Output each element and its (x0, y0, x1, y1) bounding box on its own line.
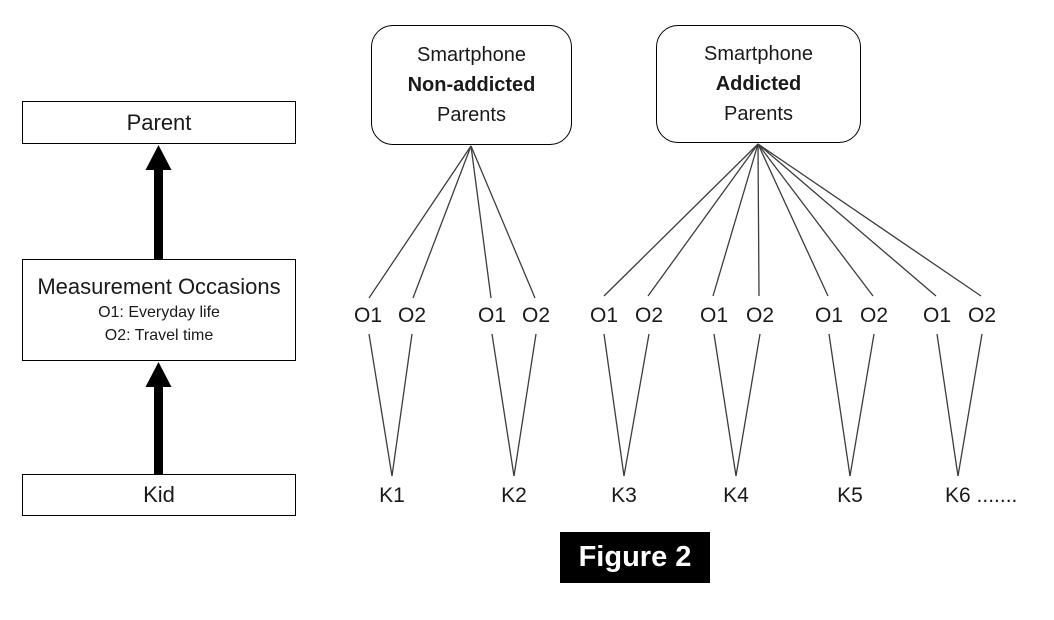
connector-line (735, 333, 761, 477)
occasion-label-k5-o1: O1 (814, 304, 843, 327)
connector-line (368, 333, 393, 477)
connector-line (936, 333, 959, 477)
connector-line (513, 333, 537, 477)
occasion-label-k4-o1: O1 (699, 304, 728, 327)
connector-line (603, 333, 625, 477)
connector-line (391, 333, 413, 477)
occasion-label-k6-o1: O1 (922, 304, 951, 327)
occasion-label-k2-o2: O2 (521, 304, 550, 327)
kid-label-k4: K4 (723, 484, 749, 507)
connector-line (757, 143, 829, 297)
cluster-line-emphasis: Non-addicted (407, 74, 536, 96)
occasion-label-k3-o1: O1 (589, 304, 618, 327)
kid-label-k1: K1 (379, 484, 405, 507)
measurement-item-o2: O2: Travel time (104, 327, 214, 344)
kid-label-k2: K2 (501, 484, 527, 507)
cluster-addicted-parents: Smartphone Addicted Parents (656, 25, 861, 143)
occasion-label-k1-o1: O1 (353, 304, 382, 327)
cluster-line: Smartphone (417, 44, 526, 66)
connector-line (623, 333, 650, 477)
connector-line (412, 145, 472, 299)
kid-box-label: Kid (143, 482, 175, 507)
connector-line (647, 143, 759, 297)
connector-line (368, 145, 472, 299)
cluster-line: Parents (437, 104, 506, 126)
kid-label-k6: K6 ....... (945, 484, 1018, 507)
occasion-label-k3-o2: O2 (634, 304, 663, 327)
figure-caption-text: Figure 2 (578, 541, 692, 573)
arrow-measurement-to-parent (145, 145, 172, 259)
connector-line (828, 333, 851, 477)
kid-box: Kid (22, 474, 296, 516)
connector-line (470, 145, 536, 299)
cluster-line: Smartphone (704, 43, 813, 65)
measurement-item-o1: O1: Everyday life (98, 304, 220, 321)
arrow-kid-to-measurement (145, 362, 172, 474)
kid-label-k3: K3 (611, 484, 637, 507)
cluster-non-addicted-parents: Smartphone Non-addicted Parents (371, 25, 572, 145)
measurement-occasions-box: Measurement Occasions O1: Everyday life … (22, 259, 296, 361)
connector-line (757, 143, 760, 297)
connector-line (713, 333, 737, 477)
cluster-line-emphasis: Addicted (715, 73, 802, 95)
connector-line (757, 143, 982, 297)
occasion-label-k2-o1: O1 (477, 304, 506, 327)
connector-line (470, 145, 492, 299)
connector-line (849, 333, 875, 477)
connector-line (757, 143, 937, 297)
parent-box-label: Parent (126, 109, 192, 135)
connector-line (712, 143, 759, 297)
figure-caption-tag: Figure 2 (560, 532, 710, 583)
cluster-line: Parents (724, 103, 793, 125)
connector-line (491, 333, 515, 477)
kid-label-k5: K5 (837, 484, 863, 507)
occasion-label-k6-o2: O2 (967, 304, 996, 327)
measurement-box-title: Measurement Occasions (37, 274, 281, 299)
occasion-label-k1-o2: O2 (397, 304, 426, 327)
occasion-label-k5-o2: O2 (859, 304, 888, 327)
connector-line (603, 143, 759, 297)
occasion-label-k4-o2: O2 (745, 304, 774, 327)
parent-box: Parent (22, 101, 296, 144)
connector-line (757, 143, 874, 297)
connector-line (957, 333, 983, 477)
